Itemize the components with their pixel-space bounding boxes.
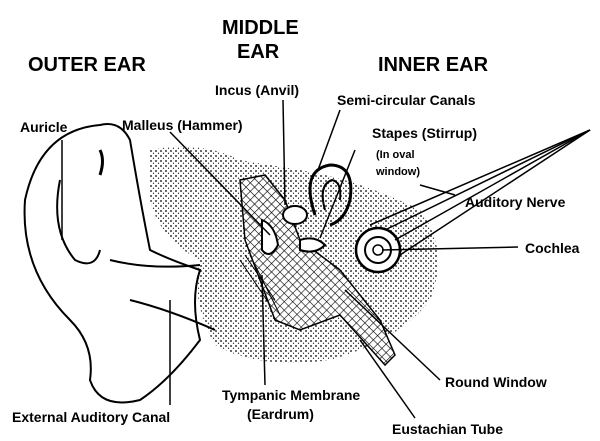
incus-label: Incus (Anvil) [215,82,300,98]
stapes-label: Stapes (Stirrup) [372,125,478,141]
eardrum-label: (Eardrum) [247,406,314,422]
auditory-nerve-label: Auditory Nerve [465,194,566,210]
middle-ear-heading-line2: EAR [237,41,280,63]
tympanic-membrane-label: Tympanic Membrane [222,387,361,403]
auricle-shape [23,123,202,404]
middle-ear-heading-line1: MIDDLE [222,17,299,39]
semicircular-canals-label: Semi-circular Canals [337,92,476,108]
round-window-label: Round Window [445,374,547,390]
stapes-note-line2: window) [376,166,420,178]
eustachian-tube-label: Eustachian Tube [392,421,503,437]
cochlea-label: Cochlea [525,240,580,256]
stapes-shape [299,237,327,253]
outer-ear-heading: OUTER EAR [28,54,146,76]
auricle-label: Auricle [20,119,68,135]
malleus-shape [261,218,280,255]
inner-ear-heading: INNER EAR [378,54,489,76]
tympanic-membrane-shape [239,254,281,316]
malleus-label: Malleus (Hammer) [122,117,243,133]
external-auditory-canal-label: External Auditory Canal [12,409,171,425]
leader-lines [61,99,519,419]
incus-shape [282,205,308,225]
auditory-nerve-shape [369,129,591,256]
stapes-note-line1: (In oval [376,149,415,161]
